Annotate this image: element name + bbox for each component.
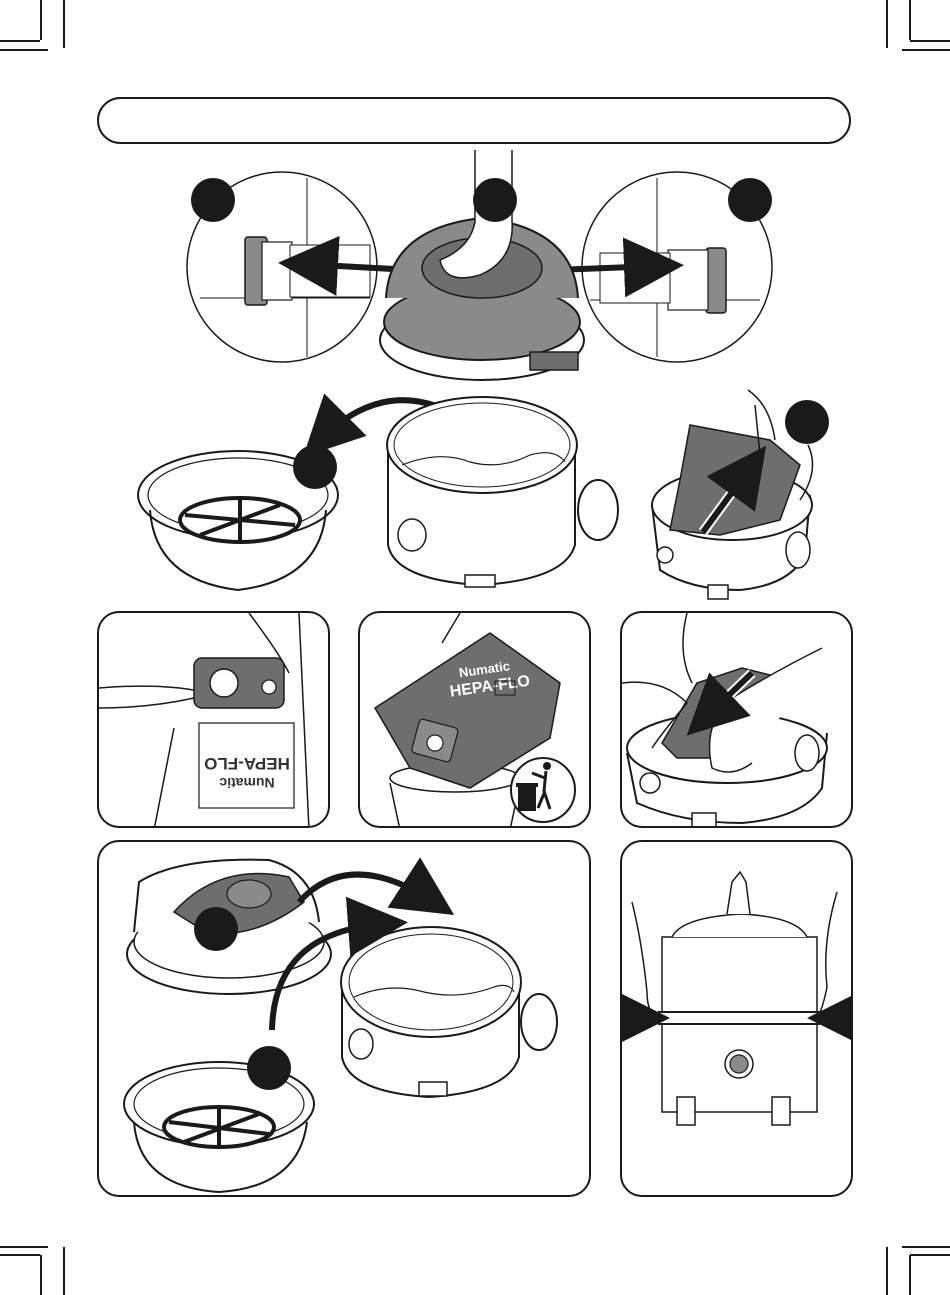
step-marker-icon — [247, 1046, 291, 1090]
panel-bag-disposal: Numatic HEPA-FLO — [358, 611, 591, 828]
step-marker-icon — [473, 178, 517, 222]
waste-bin-icon — [511, 758, 575, 822]
panel-bag-collar: Numatic HEPA-FLO — [97, 611, 330, 828]
bag-brand-line1: Numatic — [219, 775, 274, 791]
panel-reassembly — [97, 840, 591, 1197]
clip-lock-illustration — [622, 842, 853, 1197]
bag-brand-line2: HEPA-FLO — [204, 754, 290, 773]
panel-bag-insert — [620, 611, 853, 828]
step-marker-icon — [191, 178, 235, 222]
step-marker-icon — [194, 907, 238, 951]
arrow-icon — [622, 613, 853, 828]
step-marker-icon — [728, 178, 772, 222]
panel-clip-lock — [620, 840, 853, 1197]
container-illustration — [387, 397, 618, 587]
bag-collar-illustration: Numatic HEPA-FLO — [99, 613, 330, 828]
bag-disposal-illustration: Numatic HEPA-FLO — [360, 613, 591, 828]
reassembly-illustration — [99, 842, 591, 1197]
step-marker-icon — [785, 400, 829, 444]
step-marker-icon — [293, 445, 337, 489]
